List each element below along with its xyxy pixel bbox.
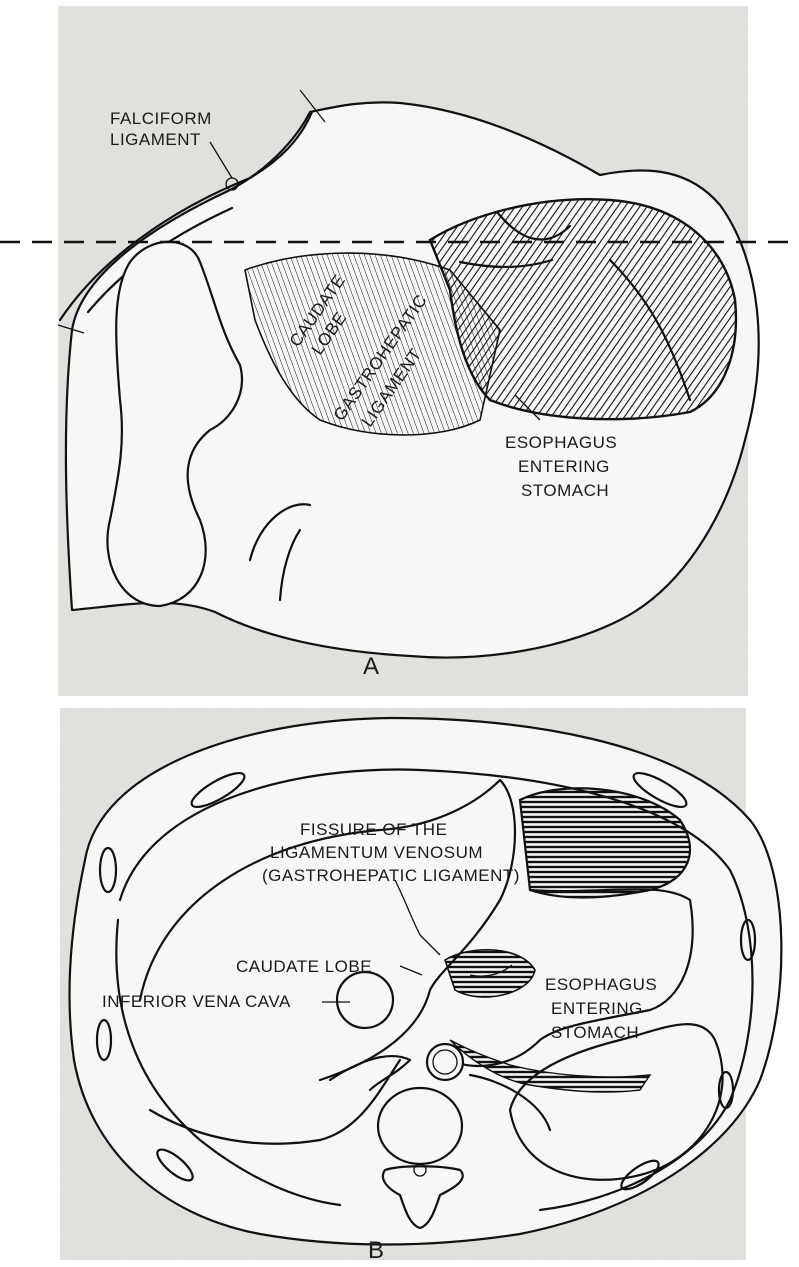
label-esophagus-a-1: ESOPHAGUS [505,433,617,452]
label-esophagus-a-3: STOMACH [521,481,609,500]
label-esophagus-a-2: ENTERING [518,457,610,476]
panel-b-illustration [70,718,782,1245]
label-esophagus-b-2: ENTERING [551,999,643,1018]
label-falciform-1: FALCIFORM [110,109,212,128]
label-esophagus-b-1: ESOPHAGUS [545,975,657,994]
label-falciform-2: LIGAMENT [110,130,201,149]
panel-b-letter: B [368,1237,384,1262]
vertebral-body [378,1088,462,1164]
label-fissure-3: (GASTROHEPATIC LIGAMENT) [262,866,520,885]
label-ivc: INFERIOR VENA CAVA [102,992,291,1011]
label-fissure-1: FISSURE OF THE [300,820,447,839]
label-caudate-b: CAUDATE LOBE [236,957,372,976]
label-fissure-2: LIGAMENTUM VENOSUM [270,843,483,862]
label-esophagus-b-3: STOMACH [551,1023,639,1042]
ivc-circle [337,972,393,1028]
panel-a-letter: A [363,653,379,680]
